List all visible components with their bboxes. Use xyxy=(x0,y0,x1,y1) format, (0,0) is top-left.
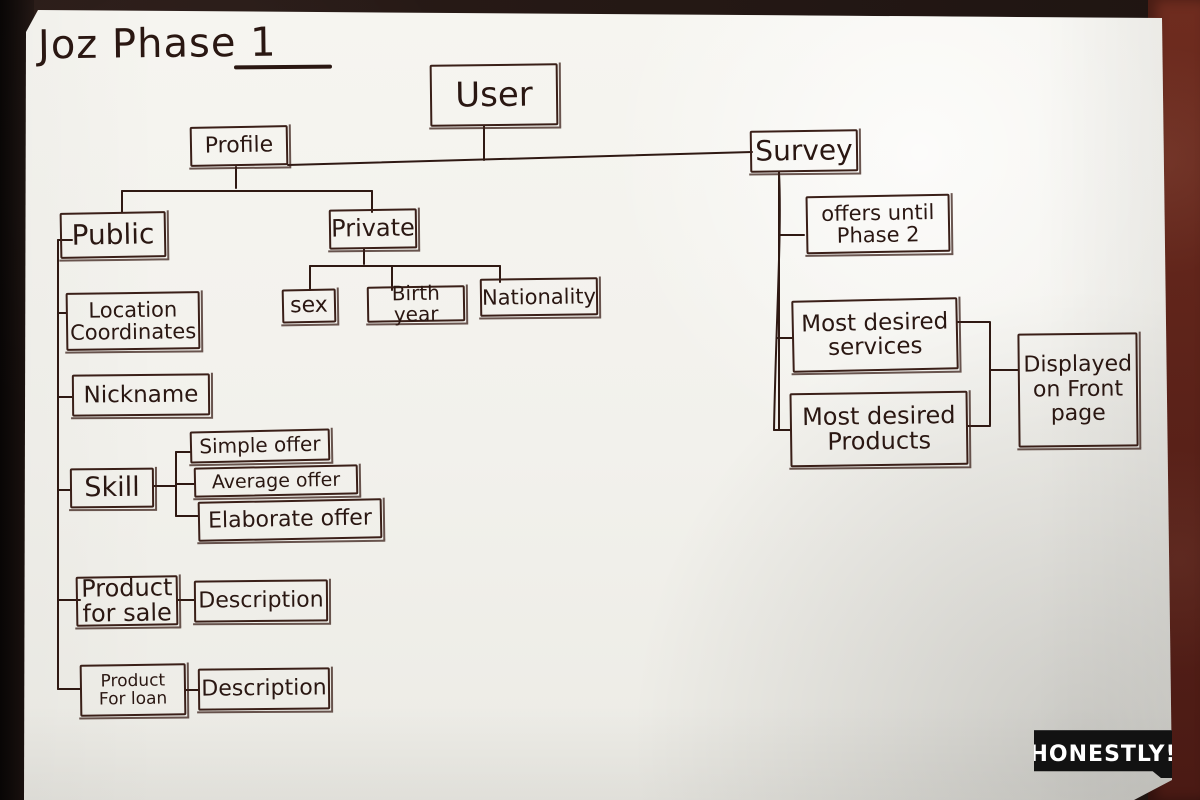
node-user: User xyxy=(429,63,559,127)
connector-top-bar xyxy=(287,151,753,166)
node-private: Private xyxy=(328,208,418,250)
node-simple-offer: Simple offer xyxy=(189,428,331,464)
node-description-loan: Description xyxy=(197,667,331,711)
node-most-desired-services: Most desired services xyxy=(791,297,959,373)
node-offers-until-phase-2: offers until Phase 2 xyxy=(805,193,951,255)
node-public: Public xyxy=(59,211,167,259)
node-displayed-on-front-page: Displayed on Front page xyxy=(1017,332,1139,448)
node-sex: sex xyxy=(281,288,337,324)
page-title: Joz Phase 1 xyxy=(37,19,277,69)
node-description-sale: Description xyxy=(193,579,329,623)
node-nickname: Nickname xyxy=(71,373,211,417)
watermark-badge: HONESTLY! xyxy=(1034,730,1172,778)
node-birth-year: Birth year xyxy=(366,280,466,326)
node-elaborate-offer: Elaborate offer xyxy=(197,498,383,542)
node-survey: Survey xyxy=(749,129,859,173)
node-product-for-sale: Product for sale xyxy=(75,573,179,628)
node-profile: Profile xyxy=(189,125,289,167)
node-product-for-loan: Product For loan xyxy=(79,663,187,717)
title-underline xyxy=(233,64,333,70)
node-skill: Skill xyxy=(69,467,155,509)
connector-survey-arc xyxy=(773,171,781,431)
node-average-offer: Average offer xyxy=(193,464,359,498)
connector-services-right xyxy=(957,321,991,426)
node-most-desired-products: Most desired Products xyxy=(789,390,969,468)
node-nationality: Nationality xyxy=(479,277,599,317)
node-location-coordinates: Location Coordinates xyxy=(65,291,201,351)
